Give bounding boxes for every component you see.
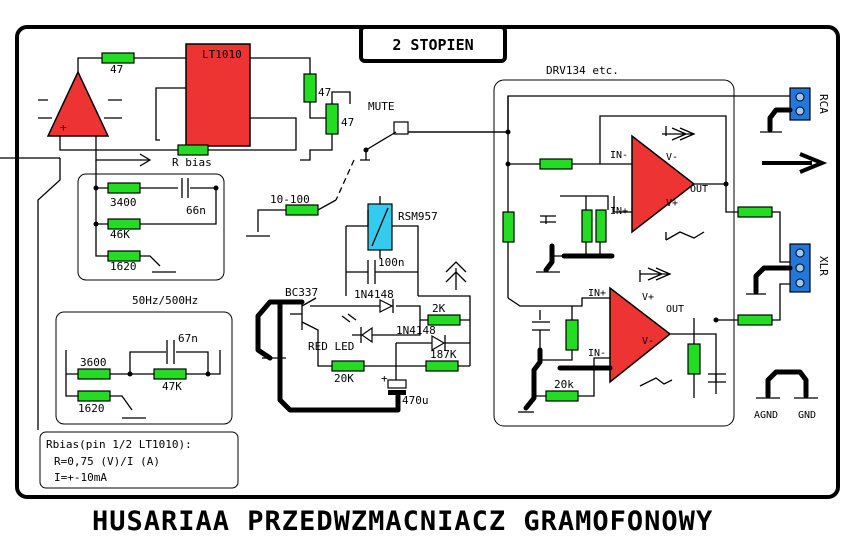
xlr-connector: XLR (746, 243, 830, 295)
resistor-46k (107, 218, 141, 230)
output-wiring (408, 95, 790, 326)
red-led-label: RED LED (308, 340, 354, 353)
resistor-47-v2-label: 47 (341, 116, 354, 129)
resistor-drv-2 (581, 209, 593, 243)
resistor-drv-1 (539, 158, 573, 170)
resistor-2k (427, 314, 461, 326)
resistor-47-v1-label: 47 (318, 86, 331, 99)
upper-v-minus: V- (666, 152, 678, 163)
opamp-plus-label: + (60, 121, 67, 134)
feedback-network: 3400 66n 46K 1620 (77, 160, 225, 281)
resistor-drv-4 (502, 211, 515, 243)
resistor-47k-label: 47K (162, 380, 182, 393)
upper-v-plus: V+ (666, 198, 678, 209)
capacitor-470u-label: 470u (402, 394, 429, 407)
input-stage: + 47 LT1010 R bias 47 47 (0, 43, 354, 169)
resistor-47-v2 (325, 103, 339, 135)
bc337-label: BC337 (285, 286, 318, 299)
xlr-label: XLR (817, 256, 830, 276)
input-opamp-icon (46, 70, 110, 137)
diode-1n4148a-label: 1N4148 (354, 288, 394, 301)
resistor-46k-label: 46K (110, 228, 130, 241)
resistor-2k-label: 2K (432, 302, 446, 315)
rca-label: RCA (817, 94, 830, 114)
note-line-3: I=+-10mA (54, 471, 107, 484)
capacitor-67n-label: 67n (178, 332, 198, 345)
resistor-drv-3 (595, 209, 607, 243)
drv134-block: DRV134 etc. IN- V- OUT IN+ V+ IN+ V+ OUT… (493, 64, 735, 427)
lower-in-plus: IN+ (588, 288, 606, 299)
resistor-20k-b-label: 20k (554, 378, 574, 391)
resistor-187k-label: 187K (430, 348, 457, 361)
resistor-10-100 (285, 204, 319, 216)
resistor-drv-5 (565, 319, 579, 351)
drv134-label: DRV134 etc. (546, 64, 619, 77)
ground-bridge: AGND GND (754, 369, 818, 421)
note-line-1: Rbias(pin 1/2 LT1010): (46, 438, 192, 451)
lower-in-minus: IN- (588, 348, 606, 359)
resistor-out-1 (737, 206, 773, 218)
agnd-label: AGND (754, 410, 778, 421)
capacitor-470u-plus: + (381, 372, 388, 385)
diode-1n4148b-label: 1N4148 (396, 324, 436, 337)
rbias-label: R bias (172, 156, 212, 169)
title-box (359, 25, 507, 63)
resistor-20k-a-label: 20K (334, 372, 354, 385)
diode-1n4148a-icon (379, 299, 394, 313)
upper-out: OUT (690, 184, 708, 195)
resistor-20k-a (331, 360, 365, 372)
lower-out: OUT (666, 304, 684, 315)
capacitor-66n-label: 66n (186, 204, 206, 217)
resistor-1620b-label: 1620 (78, 402, 105, 415)
resistor-20k-b (545, 390, 579, 402)
resistor-3600-label: 3600 (80, 356, 107, 369)
resistor-10-100-label: 10-100 (270, 193, 310, 206)
capacitor-470u (387, 379, 407, 389)
mute-resistor-group: 10-100 (246, 193, 337, 237)
resistor-rbias (177, 144, 209, 156)
resistor-47-top-label: 47 (110, 63, 123, 76)
resistor-3600 (77, 368, 111, 380)
lt1010-chip (185, 43, 251, 147)
drv-opamp-lower-icon (609, 286, 672, 384)
lower-v-plus: V+ (642, 292, 654, 303)
eq-network: 50Hz/500Hz 3600 67n 47K 1620 (55, 294, 233, 425)
resistor-187k (425, 360, 459, 372)
resistor-drv-6 (687, 343, 701, 375)
lt1010-label: LT1010 (202, 48, 242, 61)
resistor-out-2 (737, 314, 773, 326)
rca-connector: RCA (760, 87, 830, 133)
gnd-label: GND (798, 410, 816, 421)
mute-label: MUTE (368, 100, 395, 113)
eq-label: 50Hz/500Hz (132, 294, 198, 307)
relay-circuit: RSM957 100n 1N4148 2K 1N4148 187K RED LE… (255, 196, 471, 413)
resistor-1620a-label: 1620 (110, 260, 137, 273)
note-line-2: R=0,75 (V)/I (A) (54, 455, 160, 468)
upper-in-minus: IN- (610, 150, 628, 161)
drv-opamp-upper-icon (631, 134, 696, 234)
footer-title: HUSARIAA PRZEDWZMACNIACZ GRAMOFONOWY (92, 506, 713, 537)
relay-rsm957-label: RSM957 (398, 210, 438, 223)
resistor-47-top (101, 52, 135, 64)
rbias-note: Rbias(pin 1/2 LT1010): R=0,75 (V)/I (A) … (39, 431, 239, 489)
resistor-47-v1 (303, 73, 317, 103)
page-title: 2 STOPIEN (392, 36, 473, 54)
output-arrow-icon (762, 152, 828, 174)
resistor-1620b (77, 390, 111, 402)
capacitor-100n-label: 100n (378, 256, 405, 269)
resistor-47k (153, 368, 187, 380)
red-led-icon (360, 326, 373, 344)
resistor-3400-label: 3400 (110, 196, 137, 209)
lower-v-minus: V- (642, 336, 654, 347)
mute-switch: MUTE (335, 100, 508, 201)
resistor-3400 (107, 182, 141, 194)
